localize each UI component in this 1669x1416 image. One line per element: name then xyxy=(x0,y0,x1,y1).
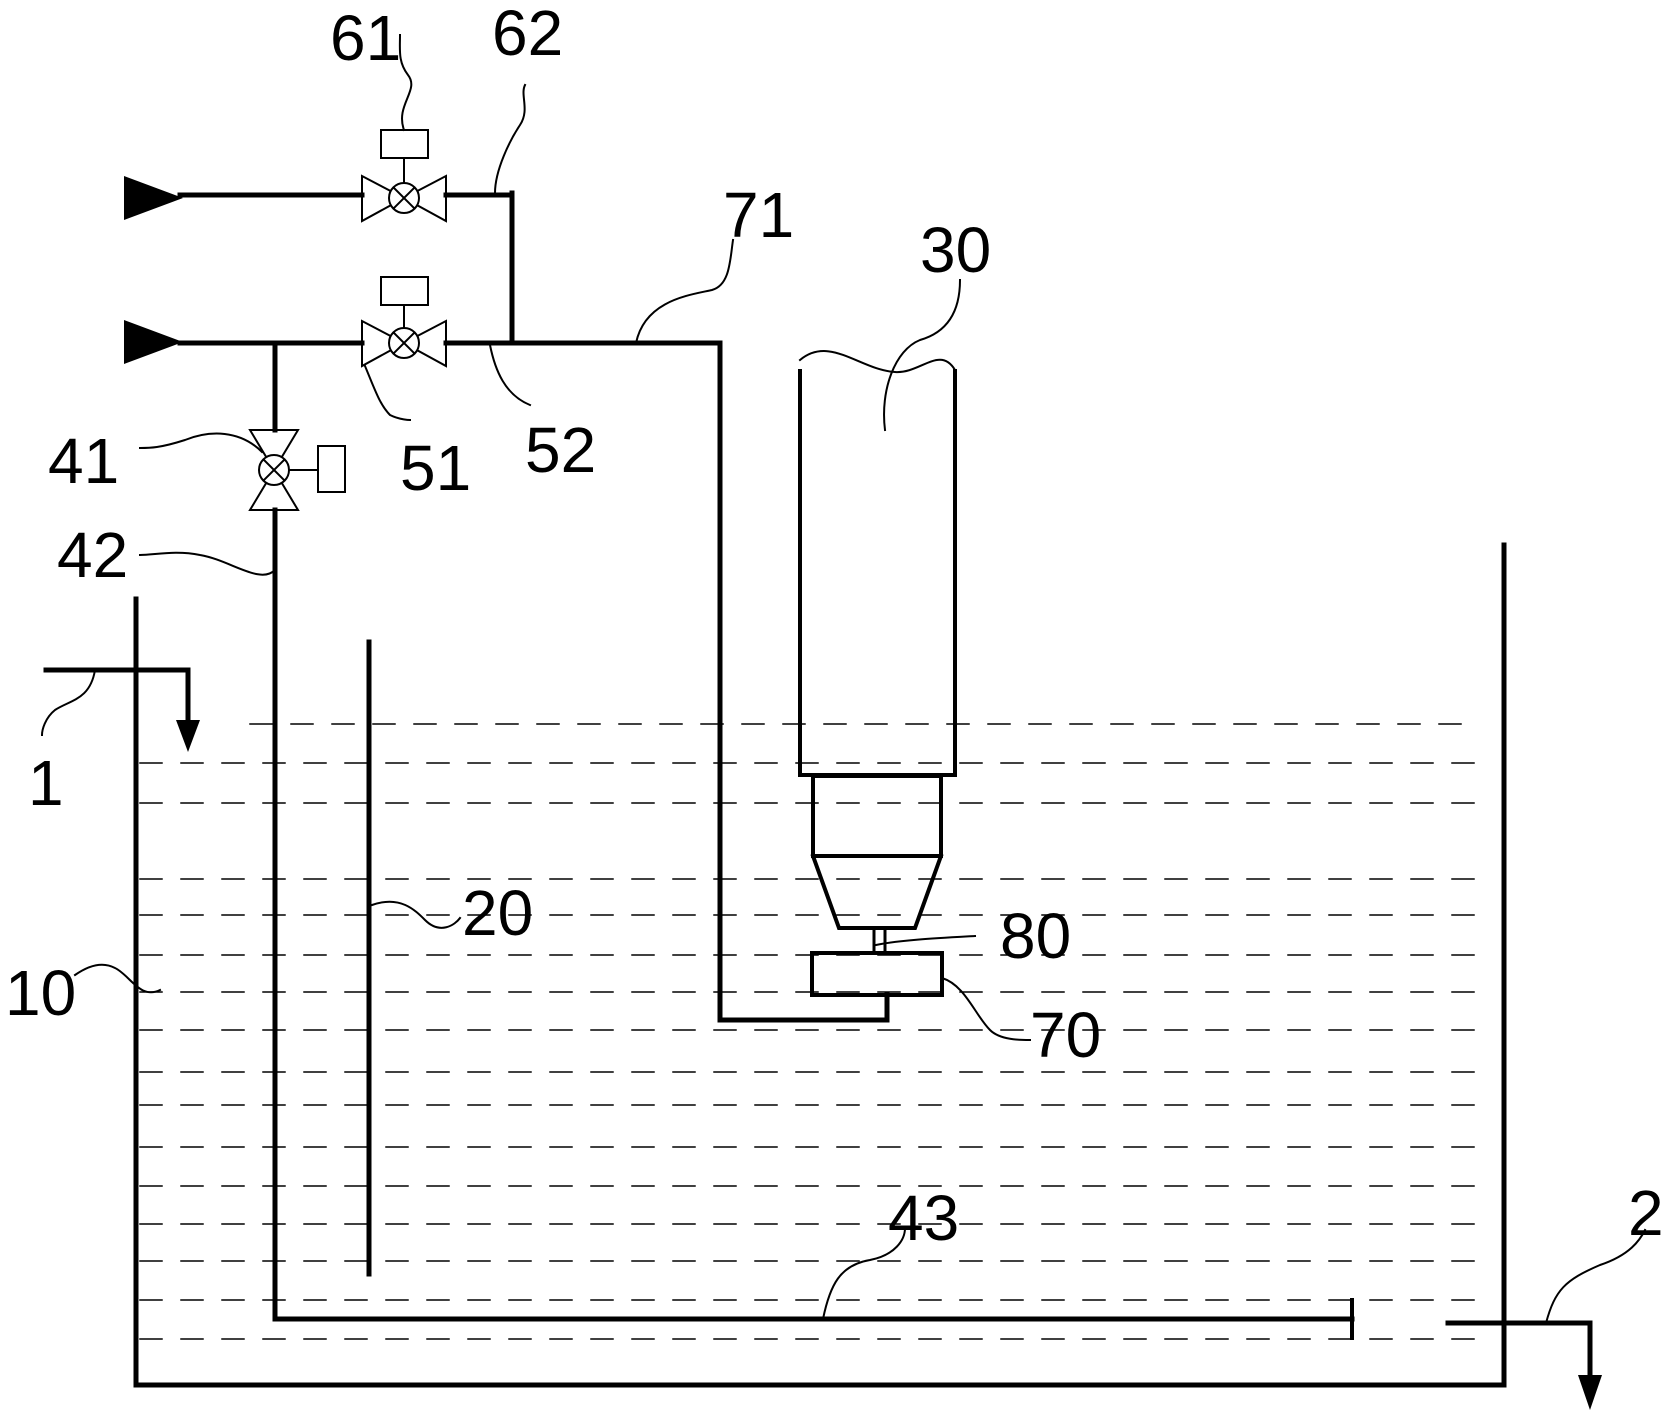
leader-52 xyxy=(488,343,532,407)
label-80: 80 xyxy=(1000,900,1071,972)
pipe-42-43 xyxy=(272,340,1355,1340)
valve-41-icon xyxy=(248,429,346,511)
label-30: 30 xyxy=(920,214,991,286)
supply-line-top xyxy=(124,176,515,346)
leader-43 xyxy=(821,1226,907,1321)
leader-61 xyxy=(398,33,413,132)
leader-2 xyxy=(1544,1228,1647,1325)
label-62: 62 xyxy=(492,0,563,69)
label-42: 42 xyxy=(57,519,128,591)
leader-71 xyxy=(634,238,735,345)
label-20: 20 xyxy=(462,877,533,949)
leader-30 xyxy=(883,278,962,432)
valve-51-icon xyxy=(361,276,447,368)
leader-42 xyxy=(138,551,277,576)
liquid-dashes xyxy=(139,723,1481,1340)
leader-10 xyxy=(73,963,162,994)
valve-61-icon xyxy=(361,129,447,223)
label-61: 61 xyxy=(330,2,401,74)
label-2: 2 xyxy=(1628,1177,1664,1249)
label-43: 43 xyxy=(888,1182,959,1254)
probe-30 xyxy=(798,350,957,955)
label-1: 1 xyxy=(28,747,64,819)
inlet-pipe-1 xyxy=(43,667,200,752)
label-51: 51 xyxy=(400,432,471,504)
leader-1 xyxy=(40,668,97,737)
label-52: 52 xyxy=(525,414,596,486)
leader-70 xyxy=(940,976,1032,1042)
leader-41 xyxy=(138,432,264,454)
leader-62 xyxy=(493,83,527,195)
leader-20 xyxy=(370,900,462,929)
leader-80 xyxy=(874,934,977,947)
label-70: 70 xyxy=(1030,999,1101,1071)
leader-lines xyxy=(40,33,1647,1325)
label-41: 41 xyxy=(48,425,119,497)
outlet-pipe-2 xyxy=(1445,1320,1602,1410)
label-10: 10 xyxy=(5,957,76,1029)
labels: 61 62 71 30 41 51 52 42 1 20 80 10 70 43… xyxy=(5,0,1664,1254)
tank-10 xyxy=(133,542,1507,1388)
block-70 xyxy=(810,951,944,997)
supply-line-lower xyxy=(124,320,890,1023)
label-71: 71 xyxy=(723,179,794,251)
leader-51 xyxy=(363,364,412,422)
